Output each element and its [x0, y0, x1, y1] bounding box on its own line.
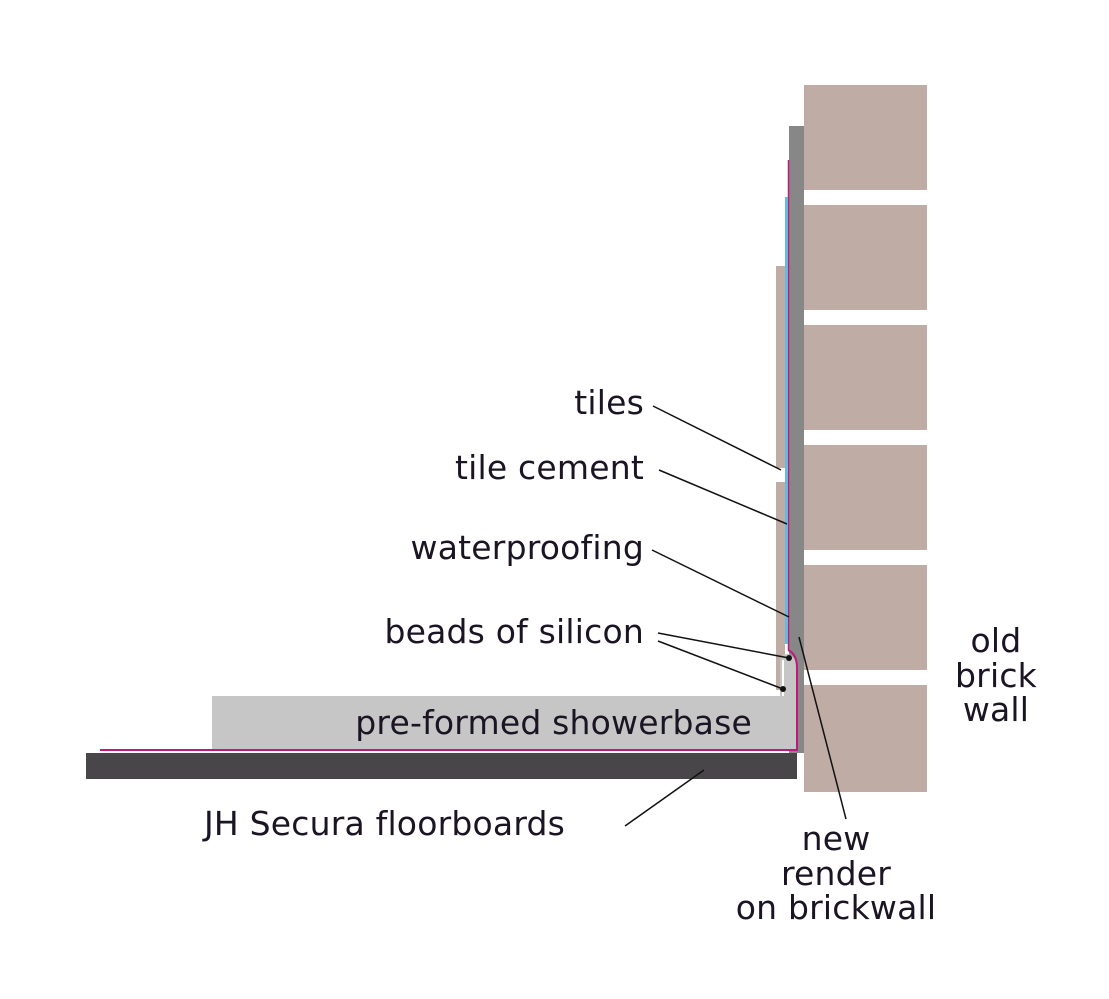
leader-silicon-upper: [657, 632, 790, 659]
leader-new-render: [798, 636, 847, 820]
tile-lower: [776, 482, 785, 690]
label-new-render-line2: render: [780, 853, 892, 893]
leader-lines: [624, 405, 847, 827]
label-showerbase: pre-formed showerbase: [355, 703, 752, 742]
floorboards: [86, 753, 797, 779]
label-new-render: new render on brickwall: [728, 819, 944, 928]
label-new-render-line1: new: [801, 819, 871, 858]
leader-waterproofing: [651, 549, 790, 618]
label-floorboards: JH Secura floorboards: [204, 804, 566, 843]
leader-silicon-lower: [657, 640, 784, 690]
label-new-render-line3: on brickwall: [735, 888, 937, 928]
label-old-brick-wall: old brick wall: [944, 621, 1048, 730]
old-brick-wall: [804, 85, 927, 792]
label-beads-of-silicon: beads of silicon: [384, 612, 644, 651]
brick: [804, 445, 927, 550]
leader-tiles: [652, 405, 782, 471]
waterproofing-layer: [785, 197, 788, 644]
label-waterproofing: waterproofing: [410, 528, 644, 567]
leader-tile-cement: [658, 469, 788, 525]
label-tiles: tiles: [574, 383, 644, 422]
showerbase-shape: [212, 654, 797, 750]
tile-upper: [776, 266, 785, 468]
brick: [804, 325, 927, 430]
label-old-brick-wall-line1: old: [970, 621, 1022, 660]
new-render-layer: [789, 126, 804, 753]
brick: [804, 685, 927, 792]
brick: [804, 565, 927, 670]
leader-floorboards: [624, 769, 705, 827]
label-old-brick-wall-line3: wall: [962, 690, 1030, 730]
label-old-brick-wall-line2: brick: [955, 655, 1037, 695]
brick: [804, 85, 927, 190]
label-tile-cement: tile cement: [454, 448, 644, 487]
brick: [804, 205, 927, 310]
showerbase-membrane: [100, 649, 798, 751]
